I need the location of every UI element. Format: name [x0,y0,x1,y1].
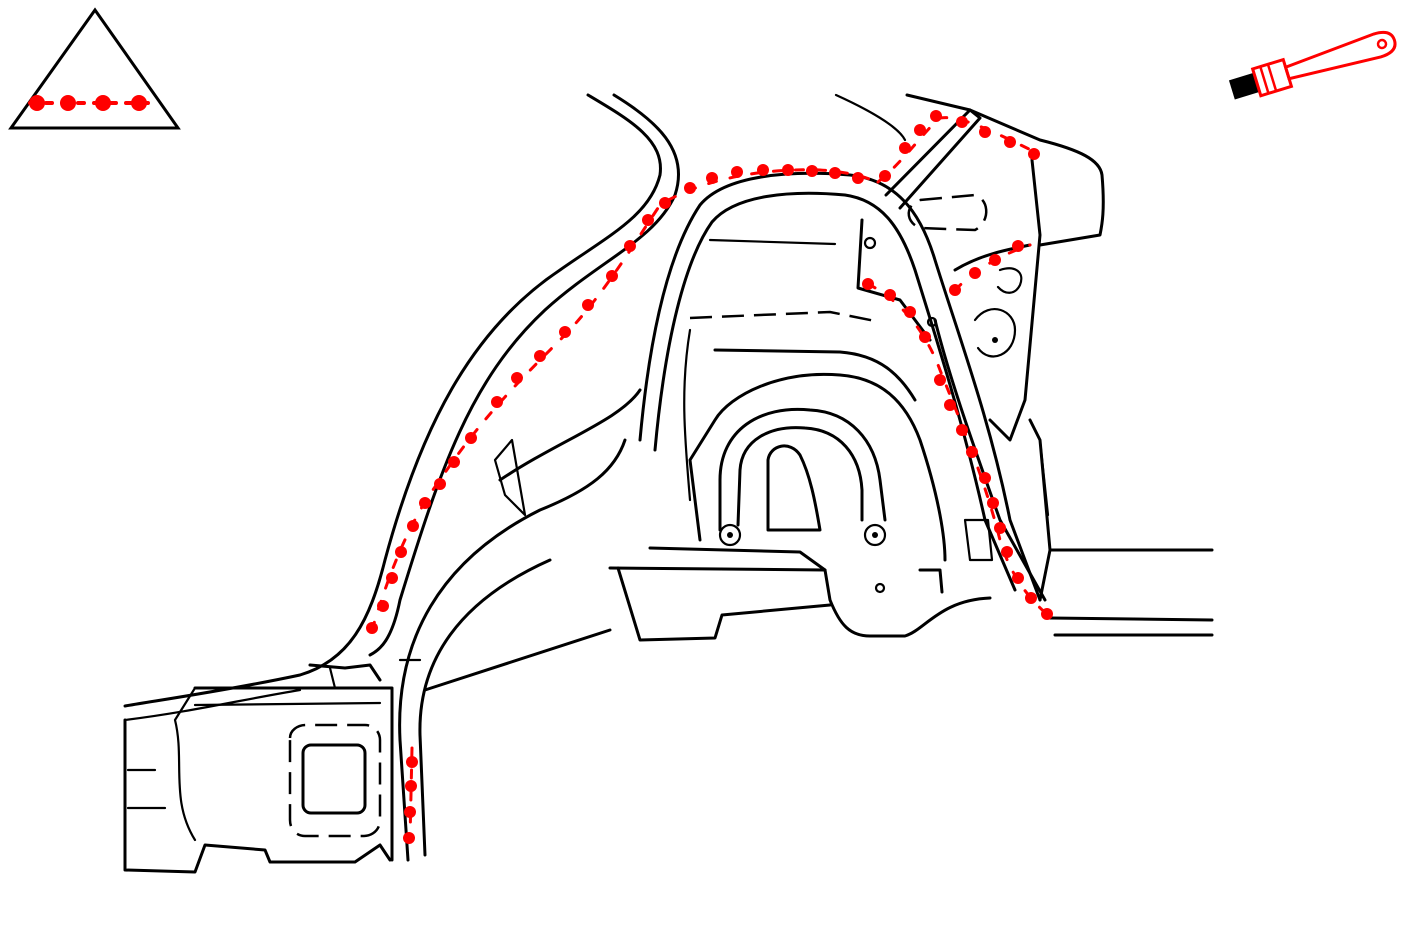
sealer-seams [366,110,1053,844]
sealant-brush-icon [1228,30,1397,100]
quarter-panel-outline [123,93,1214,874]
seam-sealer-warning-triangle-icon [8,7,181,130]
